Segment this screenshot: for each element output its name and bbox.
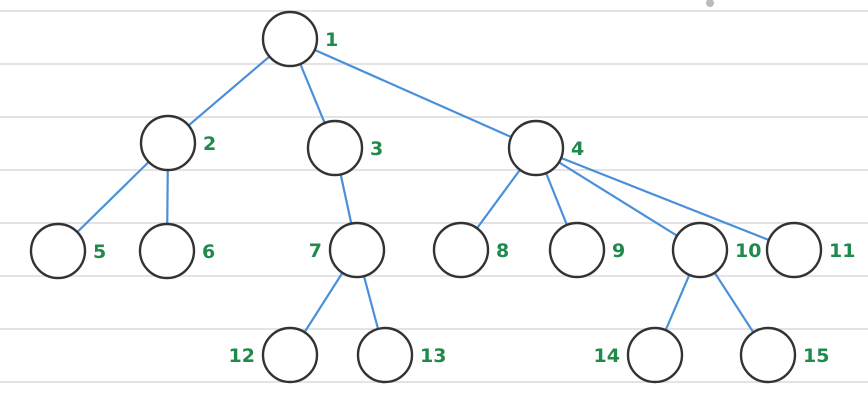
node-circle bbox=[328, 221, 386, 279]
node-label: 8 bbox=[496, 240, 509, 262]
node-label: 10 bbox=[735, 240, 761, 262]
tree-node-13: 13 bbox=[356, 326, 446, 384]
tree-node-5: 5 bbox=[29, 222, 106, 280]
node-label: 5 bbox=[93, 241, 106, 263]
cursor-dot bbox=[706, 0, 714, 7]
node-label: 9 bbox=[612, 240, 625, 262]
node-circle bbox=[432, 221, 490, 279]
edge-4-11 bbox=[535, 146, 795, 252]
node-label: 14 bbox=[594, 345, 620, 367]
node-circle bbox=[306, 119, 364, 177]
node-label: 7 bbox=[309, 240, 322, 262]
tree-node-9: 9 bbox=[548, 221, 625, 279]
tree-node-4: 4 bbox=[507, 119, 584, 177]
tree-node-3: 3 bbox=[306, 119, 383, 177]
tree-node-2: 2 bbox=[139, 114, 216, 172]
tree-node-6: 6 bbox=[138, 222, 215, 280]
tree-node-1: 1 bbox=[261, 10, 338, 68]
tree-node-8: 8 bbox=[432, 221, 509, 279]
edge-4-10 bbox=[535, 147, 701, 251]
node-circle bbox=[29, 222, 87, 280]
node-circle bbox=[671, 221, 729, 279]
node-label: 11 bbox=[829, 240, 855, 262]
node-circle bbox=[138, 222, 196, 280]
node-circle bbox=[507, 119, 565, 177]
node-label: 1 bbox=[325, 29, 338, 51]
node-circle bbox=[626, 326, 684, 384]
node-label: 13 bbox=[420, 345, 446, 367]
tree-node-10: 10 bbox=[671, 221, 761, 279]
node-label: 12 bbox=[229, 345, 255, 367]
node-circle bbox=[739, 326, 797, 384]
node-circle bbox=[261, 326, 319, 384]
node-circle bbox=[765, 221, 823, 279]
node-circle bbox=[356, 326, 414, 384]
tree-node-15: 15 bbox=[739, 326, 829, 384]
node-label: 4 bbox=[571, 138, 584, 160]
tree-node-11: 11 bbox=[765, 221, 855, 279]
node-circle bbox=[548, 221, 606, 279]
node-label: 2 bbox=[203, 133, 216, 155]
node-circle bbox=[139, 114, 197, 172]
node-label: 6 bbox=[202, 241, 215, 263]
tree-node-12: 12 bbox=[229, 326, 319, 384]
edge-1-4 bbox=[289, 37, 537, 150]
tree-node-14: 14 bbox=[594, 326, 684, 384]
tree-edges bbox=[57, 37, 795, 356]
notebook-lines bbox=[0, 10, 868, 383]
node-circle bbox=[261, 10, 319, 68]
tree-node-7: 7 bbox=[309, 221, 386, 279]
node-label: 3 bbox=[370, 138, 383, 160]
node-label: 15 bbox=[803, 345, 829, 367]
